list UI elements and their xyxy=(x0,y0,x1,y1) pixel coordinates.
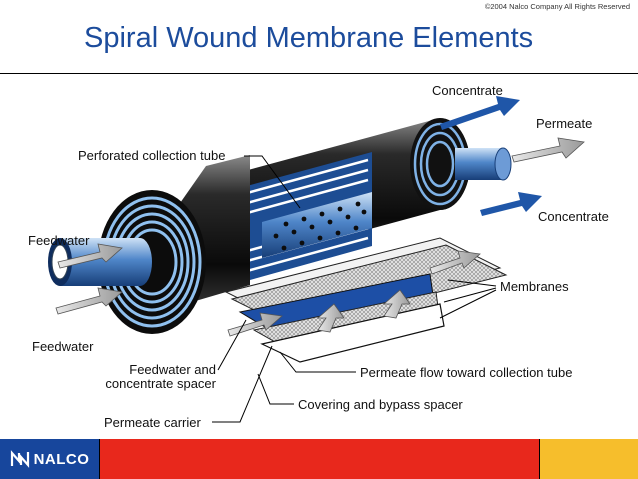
perforated-collection-tube xyxy=(262,192,372,258)
label-feedwater-top: Feedwater xyxy=(28,233,90,248)
label-covering: Covering and bypass spacer xyxy=(298,397,463,412)
copyright-notice: ©2004 Nalco Company All Rights Reserved xyxy=(484,2,630,11)
label-feedwater-bottom: Feedwater xyxy=(32,339,94,354)
permeate-arrow xyxy=(511,137,585,163)
label-permeate-carrier: Permeate carrier xyxy=(104,415,201,430)
nalco-logo: NALCO xyxy=(0,439,99,479)
label-spacer-line1: Feedwater and xyxy=(129,362,216,377)
title-divider xyxy=(0,73,638,74)
concentrate-top-arrow xyxy=(440,96,520,130)
feedwater-top-arrow xyxy=(57,243,123,269)
footer-red-band xyxy=(99,439,540,479)
footer-bar: NALCO xyxy=(0,439,638,479)
permeate-flow-arrow-1 xyxy=(316,303,345,333)
concentrate-right-arrow xyxy=(480,192,542,216)
label-spacer: Feedwater and concentrate spacer xyxy=(80,363,216,391)
flow-arrows xyxy=(55,96,585,337)
nalco-logo-text: NALCO xyxy=(33,450,90,468)
footer-yellow-box xyxy=(540,439,638,479)
label-permeate: Permeate xyxy=(536,116,593,131)
label-perforated-tube: Perforated collection tube xyxy=(78,148,226,163)
membrane-flow-arrow xyxy=(429,250,481,275)
layer-inflow-arrow xyxy=(227,312,283,337)
nalco-logo-icon xyxy=(10,450,29,468)
permeate-outlet-tube xyxy=(455,147,512,181)
label-spacer-line2: concentrate spacer xyxy=(105,376,216,391)
label-concentrate-top: Concentrate xyxy=(432,83,503,98)
feedwater-bottom-arrow xyxy=(55,287,123,315)
label-permeate-flow: Permeate flow toward collection tube xyxy=(360,365,573,380)
page-title: Spiral Wound Membrane Elements xyxy=(84,22,534,54)
permeate-flow-arrow-2 xyxy=(382,289,411,319)
label-membranes: Membranes xyxy=(500,279,569,294)
label-concentrate-right: Concentrate xyxy=(538,209,609,224)
leader-lines xyxy=(212,155,497,423)
